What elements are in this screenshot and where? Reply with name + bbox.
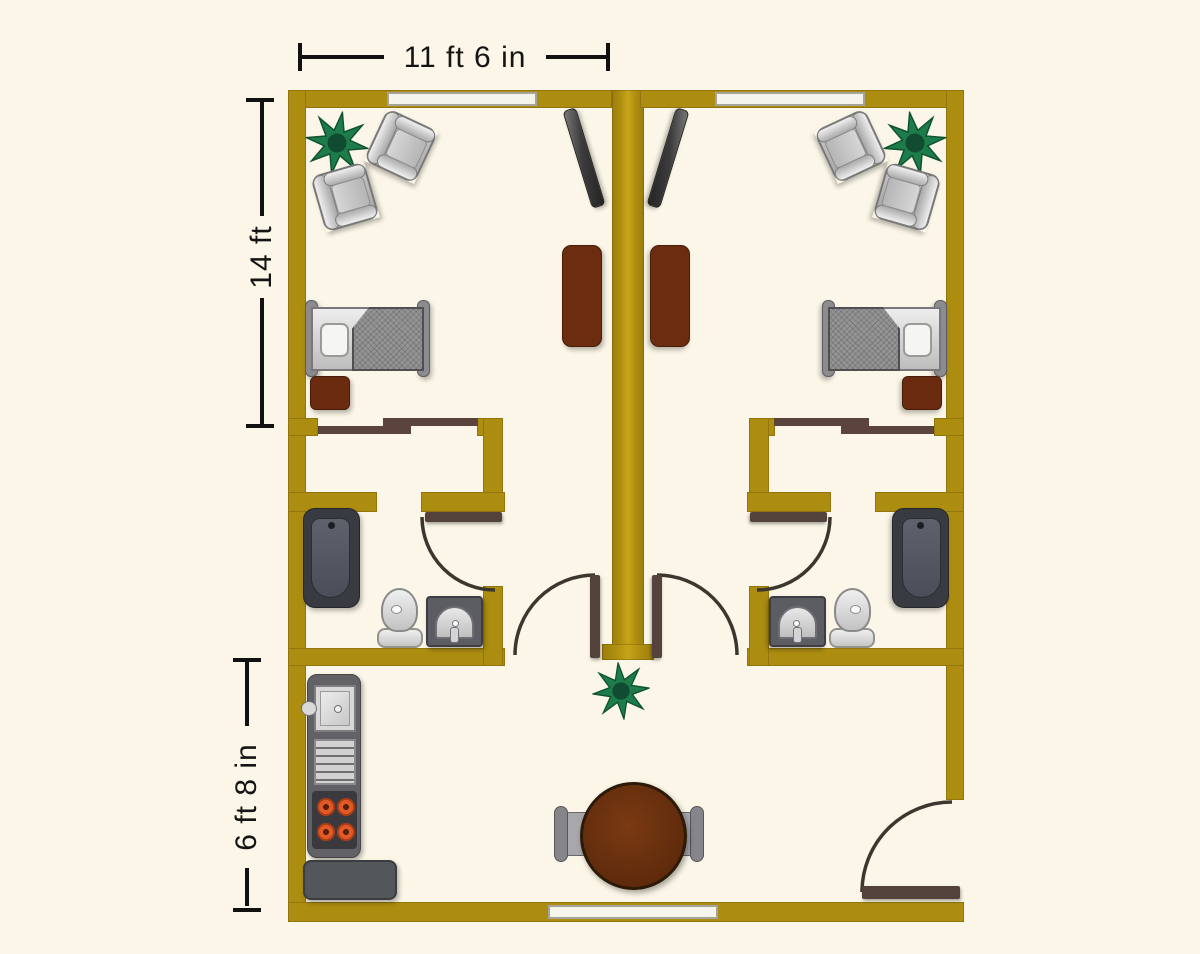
wall-unit-side <box>288 90 306 666</box>
sink-vanity-icon <box>769 596 826 647</box>
dining-table-icon <box>580 782 687 890</box>
wall-unit-bottom <box>288 648 505 666</box>
kitchen-sink-knob <box>334 705 342 713</box>
dim-bottom-tick-top <box>233 658 261 662</box>
dim-left-line-top <box>260 102 264 216</box>
dim-bottom-tick-bottom <box>233 908 261 912</box>
bathtub-basin <box>902 518 941 598</box>
dresser-icon <box>562 245 602 347</box>
dim-label-room-height: 14 ft <box>245 225 278 289</box>
wall-right-lower <box>946 660 964 800</box>
dining-chair-back <box>690 806 704 862</box>
dim-left-tick-bottom <box>246 424 274 428</box>
dim-left-line-bottom <box>260 298 264 424</box>
dining-chair-back <box>554 806 568 862</box>
unit-left <box>288 90 644 666</box>
unit-entry-door-panel <box>652 575 662 658</box>
stove-burner <box>337 823 355 841</box>
stove-burner <box>317 798 335 816</box>
closet-sliding-door-back <box>383 418 478 426</box>
wall-closet-side <box>483 418 503 512</box>
unit-right <box>608 90 964 666</box>
wall-bathroom-side <box>483 586 503 666</box>
dim-top-line-right <box>546 55 606 59</box>
bathtub-icon <box>303 508 360 608</box>
window-bottom <box>548 905 718 919</box>
unit-entry-door-panel <box>590 575 600 658</box>
wall-central-divider <box>612 90 644 660</box>
wall-bathroom-top-b <box>421 492 505 512</box>
wall-bathroom-top-a <box>288 492 377 512</box>
potted-plant-icon <box>589 659 653 723</box>
vanity-knob <box>452 620 459 627</box>
toilet-seat-hole <box>391 605 402 614</box>
bed-pillow <box>903 323 932 357</box>
dim-label-shared-height: 6 ft 8 in <box>230 743 263 851</box>
nightstand-icon <box>310 376 350 410</box>
kitchen-faucet <box>301 701 317 716</box>
stove-burner <box>337 798 355 816</box>
kitchen-unit <box>301 674 361 858</box>
door-swing-arcs <box>656 516 832 656</box>
dim-left-tick-top <box>246 98 274 102</box>
dim-bottom-line-bottom <box>245 868 249 906</box>
dim-top-tick-left <box>298 43 302 71</box>
wall-left-lower <box>288 660 306 922</box>
dresser-icon <box>650 245 690 347</box>
sink-vanity-icon <box>426 596 483 647</box>
kitchen-drawers <box>314 739 356 785</box>
stove-burner <box>317 823 335 841</box>
bed-pillow <box>320 323 349 357</box>
vanity-faucet <box>450 627 459 643</box>
toilet-seat-hole <box>850 605 861 614</box>
vanity-knob <box>793 620 800 627</box>
wall-central-end-cap <box>602 644 654 660</box>
dim-label-top: 11 ft 6 in <box>403 41 527 74</box>
toilet-icon <box>829 588 875 648</box>
vanity-faucet <box>793 627 802 643</box>
bathroom-door-panel <box>425 512 502 522</box>
counter-icon <box>303 860 397 900</box>
bathtub-icon <box>892 508 949 608</box>
closet-sliding-door-front <box>318 426 411 434</box>
bathtub-basin <box>311 518 350 598</box>
bed-blanket <box>828 307 900 371</box>
entry-door-panel <box>862 886 960 899</box>
bed-blanket <box>352 307 424 371</box>
toilet-icon <box>377 588 423 648</box>
bathtub-drain <box>917 522 924 529</box>
bathroom-door-panel <box>750 512 827 522</box>
stove-icon <box>312 791 357 849</box>
window-unit-top <box>387 92 537 106</box>
dim-top-tick-right <box>606 43 610 71</box>
dim-top-line-left <box>302 55 384 59</box>
bathtub-drain <box>328 522 335 529</box>
wall-closet-stub <box>288 418 318 436</box>
dim-bottom-line-top <box>245 662 249 726</box>
nightstand-icon <box>902 376 942 410</box>
door-swing-arcs <box>420 516 596 656</box>
